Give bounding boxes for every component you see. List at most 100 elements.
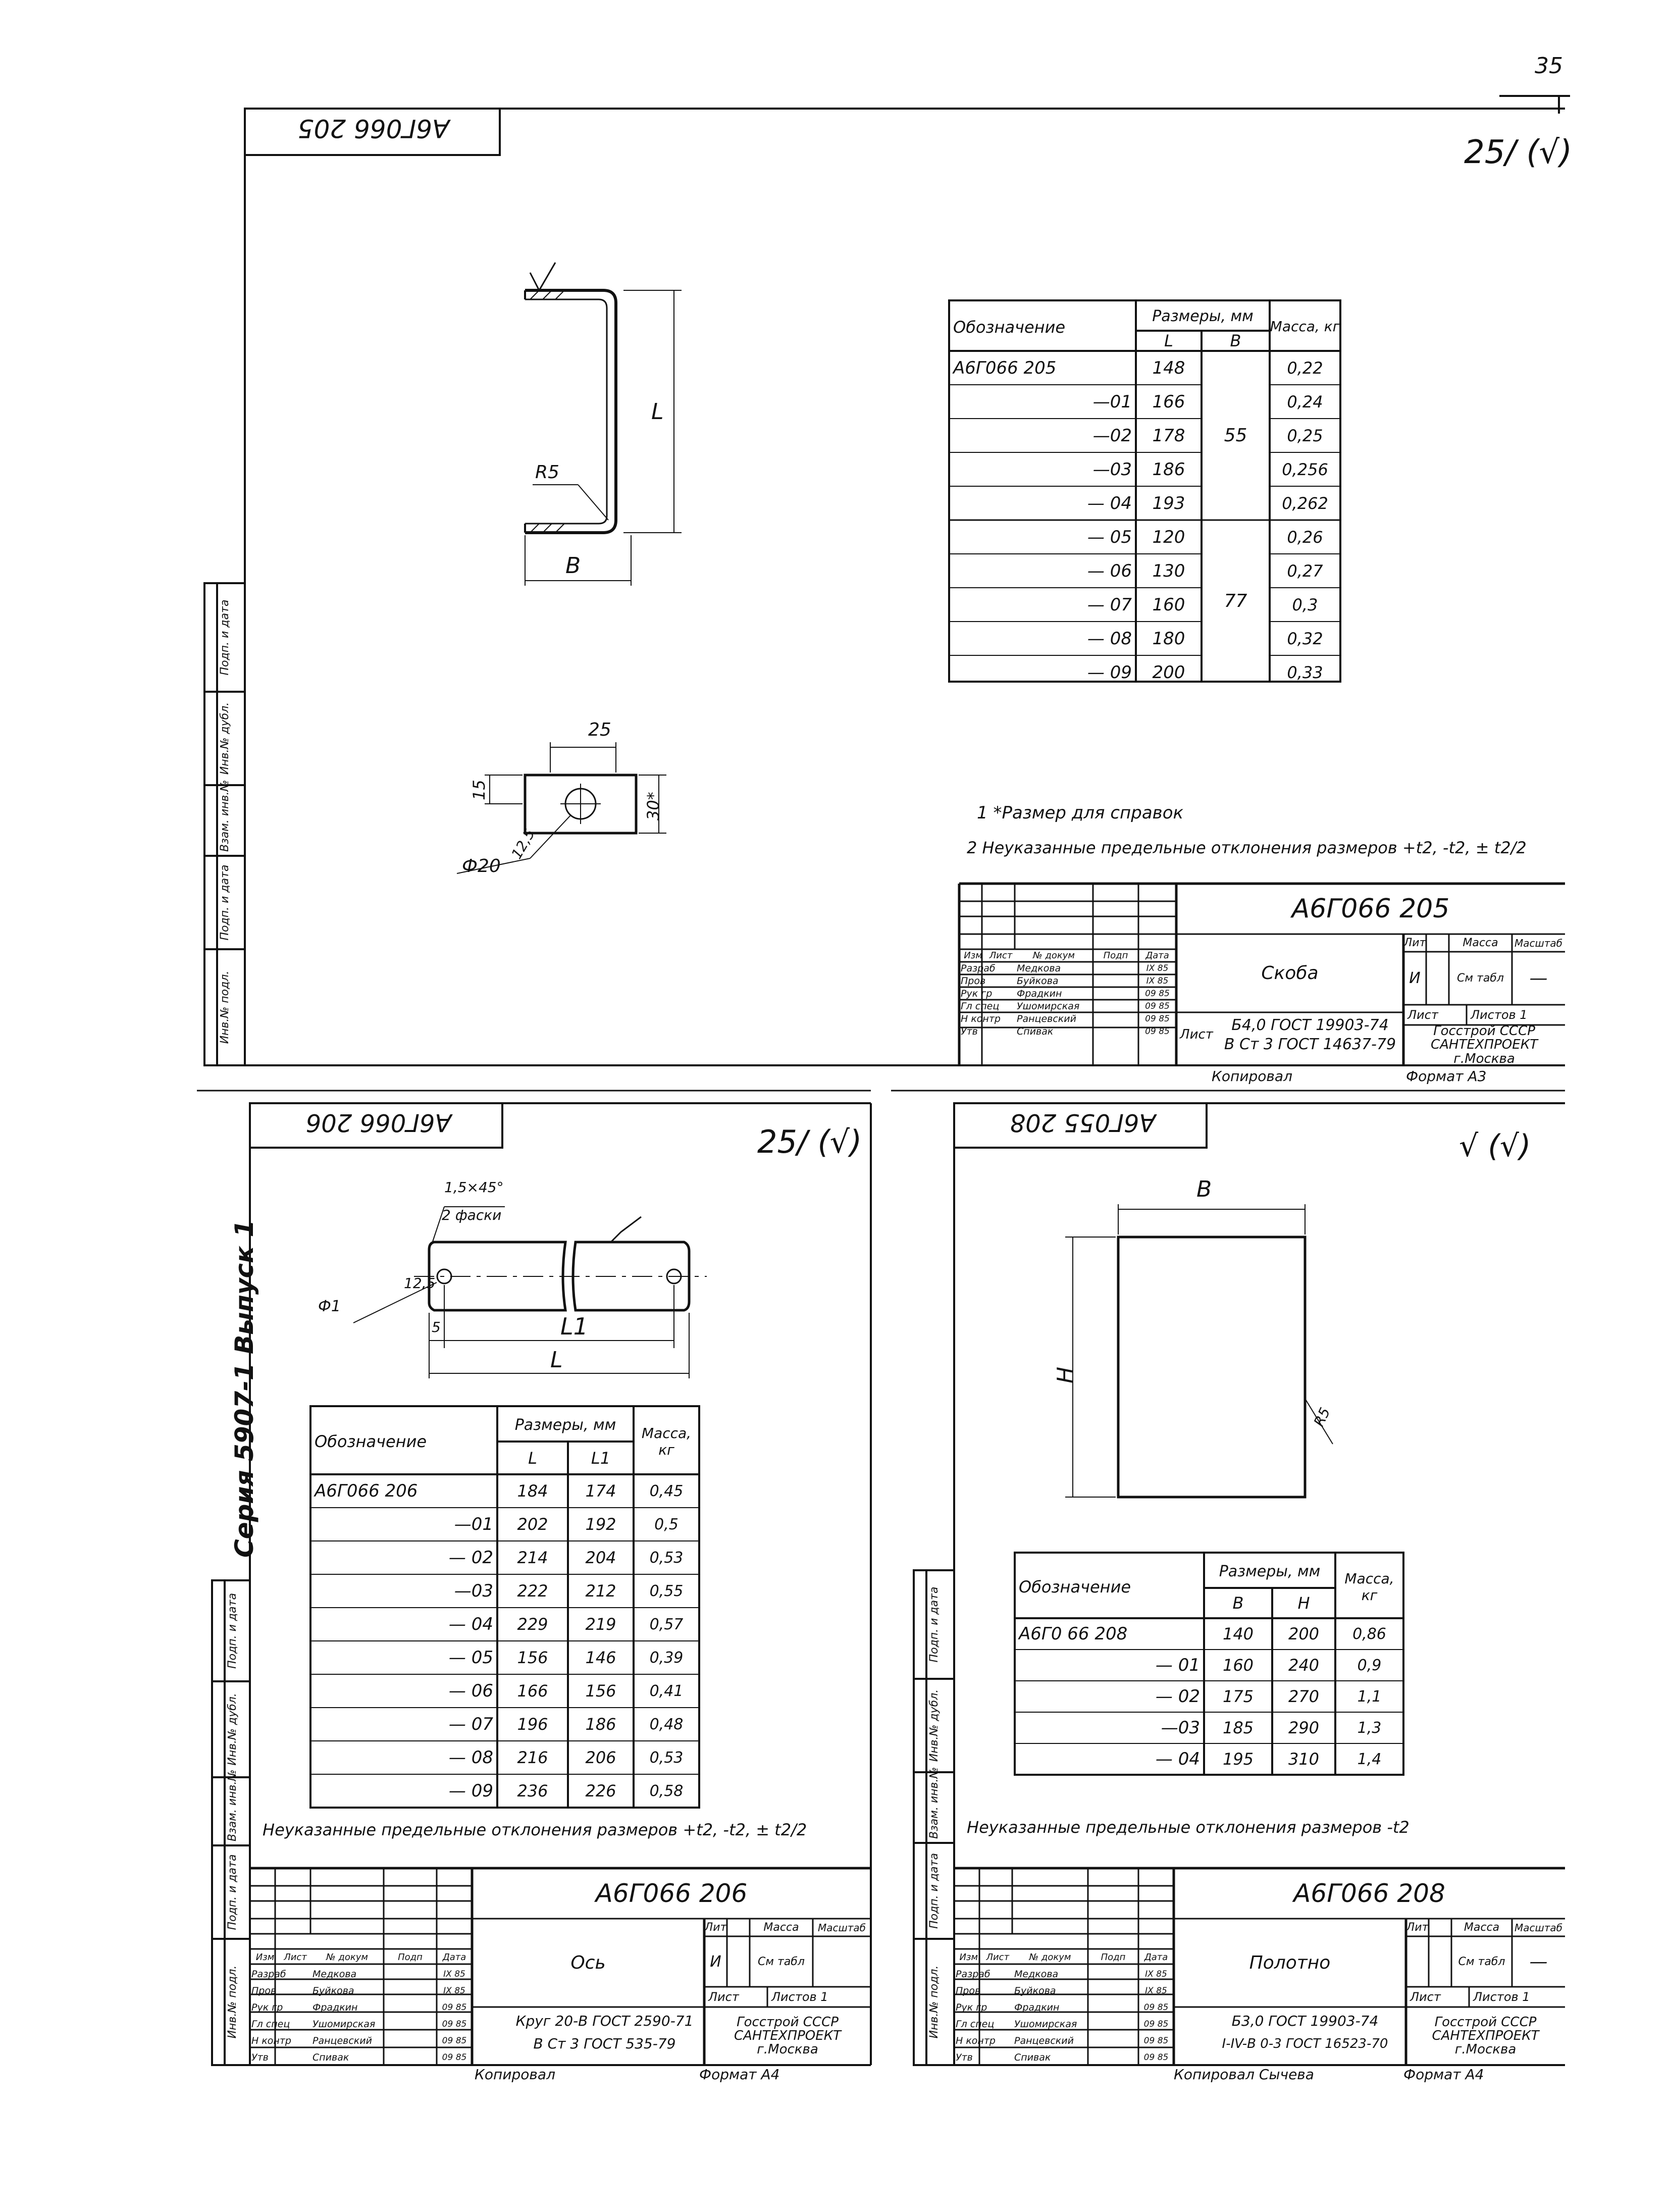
sheet3-copied: Копировал Сычева bbox=[1174, 2066, 1314, 2083]
sheet2-format: Формат А4 bbox=[699, 2066, 780, 2083]
sheet3-roughness-icon: √ (√) bbox=[1459, 1128, 1531, 1164]
sig2-name: Ранцевский bbox=[312, 2035, 372, 2046]
sheet3-title-code: А6Г066 208 bbox=[1293, 1879, 1445, 1908]
sheet1-row-l: 180 bbox=[1152, 628, 1185, 649]
sheet2-title-block bbox=[250, 1867, 871, 2065]
sheet2-sheets-count: Листов 1 bbox=[771, 1990, 828, 2004]
sheet1-note-2: 2 Неуказанные предельные отклонения разм… bbox=[967, 838, 1527, 857]
sheet2-row-mass: 0,41 bbox=[649, 1682, 684, 1700]
sheet2-row-l: 214 bbox=[517, 1548, 548, 1567]
sheet1-dim-15: 15 bbox=[470, 780, 489, 800]
sheet1-dim-l: L bbox=[651, 399, 664, 425]
sheet1-row-l: 120 bbox=[1152, 527, 1185, 547]
sig3-role: Рук гр bbox=[956, 2001, 987, 2013]
side1-label: Взам. инв.№ bbox=[219, 780, 231, 852]
side1-label: Инв.№ подл. bbox=[219, 970, 231, 1044]
sheet3-row-designation: — 04 bbox=[1155, 1749, 1200, 1769]
sig1-date: 09 85 bbox=[1145, 1026, 1170, 1037]
sig3-header: № докум bbox=[1029, 1952, 1071, 1963]
sig2-header: Подп bbox=[398, 1952, 423, 1963]
sig1-name: Спивак bbox=[1017, 1025, 1054, 1037]
sheet2-row-l1: 146 bbox=[585, 1648, 616, 1667]
sheet3-sheets-count: Листов 1 bbox=[1473, 1990, 1530, 2004]
sheet2-th-l1: L1 bbox=[591, 1448, 611, 1468]
sheet2-row-l: 202 bbox=[517, 1515, 548, 1534]
sig3-name: Спивак bbox=[1014, 2051, 1051, 2063]
sheet3-scale-label: Масштаб bbox=[1514, 1921, 1563, 1934]
sheet1-mass-label: Масса bbox=[1463, 937, 1498, 949]
sheet3-row-b: 140 bbox=[1222, 1624, 1254, 1643]
sheet1-row-designation: — 09 bbox=[1087, 662, 1132, 683]
sheet2-row-l1: 219 bbox=[585, 1615, 616, 1634]
sheet2-lit-label: Лит bbox=[704, 1921, 727, 1934]
sheet3-th-mass: Масса, кг bbox=[1344, 1570, 1394, 1604]
sheet2-row-l1: 192 bbox=[585, 1515, 616, 1534]
sheet2-dim-l: L bbox=[550, 1347, 563, 1373]
sheet2-dim-5: 5 bbox=[432, 1319, 441, 1335]
sig2-name: Спивак bbox=[312, 2051, 349, 2063]
sheet1-row-mass: 0,22 bbox=[1287, 358, 1323, 378]
sheet1-frame bbox=[203, 108, 1565, 1066]
sig1-date: IX 85 bbox=[1146, 975, 1169, 986]
sheet1-sheet-label: Лист bbox=[1180, 1027, 1213, 1042]
sig2-header: Изм bbox=[255, 1952, 275, 1963]
sheet1-row-l: 148 bbox=[1152, 357, 1185, 378]
sheet1-lit-label: Лит bbox=[1403, 937, 1426, 949]
sheet3-corner-code: А6Г055 208 bbox=[1010, 1108, 1156, 1137]
sheet3-row-h: 240 bbox=[1288, 1656, 1320, 1675]
sheet3-row-mass: 1,3 bbox=[1357, 1719, 1382, 1737]
sheet3-row-mass: 1,4 bbox=[1357, 1750, 1382, 1768]
sig1-role: Гл спец bbox=[961, 1000, 1000, 1012]
sheet1-dim-b: B bbox=[565, 553, 581, 579]
sheet1-row-mass: 0,32 bbox=[1287, 629, 1323, 648]
sig1-date: IX 85 bbox=[1146, 963, 1169, 973]
sig1-role: Н контр bbox=[961, 1013, 1001, 1024]
sheet3-row-designation: — 01 bbox=[1155, 1655, 1200, 1675]
sheet3-th-b: B bbox=[1232, 1593, 1244, 1613]
sheet1-b-group-1: 55 bbox=[1224, 425, 1247, 446]
sheet1-row-designation: —01 bbox=[1092, 391, 1132, 412]
sheet2-dim-phi: Ф1 bbox=[318, 1298, 341, 1315]
sheet3-dim-h: H bbox=[1053, 1366, 1078, 1383]
sig1-header: Дата bbox=[1145, 950, 1169, 961]
sheet2-row-l1: 174 bbox=[585, 1481, 616, 1501]
sheet3-dim-b: B bbox=[1196, 1176, 1212, 1202]
sheet2-chamfer: 1,5×45° bbox=[444, 1179, 504, 1196]
sig1-name: Буйкова bbox=[1017, 975, 1059, 987]
sheet2-row-l: 222 bbox=[517, 1581, 548, 1601]
sig3-date: 09 85 bbox=[1143, 2035, 1169, 2046]
sig1-header: Изм bbox=[964, 950, 982, 961]
sheet2-row-l: 196 bbox=[517, 1715, 548, 1734]
sheet2-row-l1: 206 bbox=[585, 1748, 616, 1767]
sheet2-title-name: Ось bbox=[570, 1952, 606, 1973]
sheet1-row-l: 200 bbox=[1152, 662, 1185, 683]
sig2-date: 09 85 bbox=[442, 2035, 467, 2046]
sig1-header: Лист bbox=[989, 950, 1013, 961]
sheet3-row-b: 185 bbox=[1222, 1718, 1254, 1737]
sheet3-title-block bbox=[954, 1867, 1565, 2065]
series-label: Серия 5907-1 Выпуск 1 bbox=[230, 1219, 259, 1558]
sheet2-table-grid bbox=[309, 1405, 700, 1809]
sheet1-scale-label: Масштаб bbox=[1514, 937, 1563, 949]
sheet1-row-designation: —02 bbox=[1092, 425, 1132, 446]
sig3-header: Лист bbox=[986, 1952, 1010, 1963]
sheet2-material-2: В Ст 3 ГОСТ 535-79 bbox=[533, 2035, 676, 2052]
sig2-date: 09 85 bbox=[442, 2002, 467, 2013]
sheet1-row-mass: 0,26 bbox=[1287, 527, 1323, 547]
sheet3-note: Неуказанные предельные отклонения размер… bbox=[967, 1818, 1410, 1837]
sheet2-row-designation: — 05 bbox=[448, 1648, 493, 1668]
sheet2-row-mass: 0,48 bbox=[649, 1715, 684, 1733]
sheet3-material-1: Б3,0 ГОСТ 19903-74 bbox=[1231, 2013, 1379, 2029]
sheet2-row-mass: 0,57 bbox=[649, 1615, 684, 1633]
sheet1-row-l: 193 bbox=[1152, 493, 1185, 513]
sheet1-corner-code: А6Г066 205 bbox=[297, 114, 450, 143]
sheet3-row-b: 160 bbox=[1222, 1656, 1254, 1675]
sig1-name: Ранцевский bbox=[1017, 1013, 1076, 1024]
sheet3-title-name: Полотно bbox=[1249, 1952, 1331, 1973]
sheet1-row-designation: — 05 bbox=[1087, 527, 1132, 547]
sig1-name: Фрадкин bbox=[1017, 988, 1062, 999]
sheet1-copied: Копировал bbox=[1212, 1068, 1292, 1085]
sheet1-see-table: См табл bbox=[1457, 972, 1504, 985]
sheet3-format: Формат А4 bbox=[1403, 2066, 1484, 2083]
